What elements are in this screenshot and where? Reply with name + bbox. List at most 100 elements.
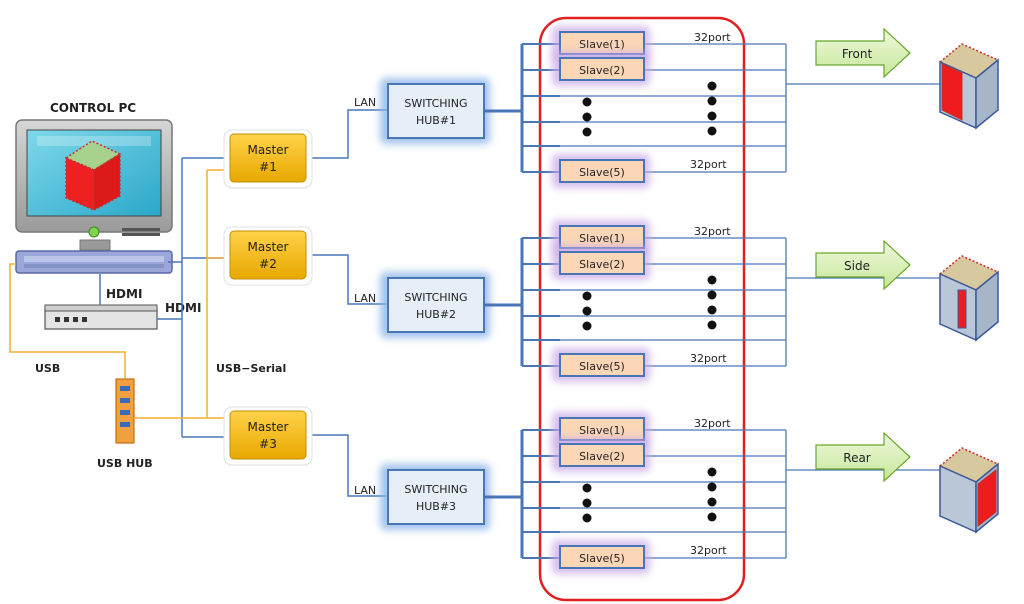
ellipsis-dot-left-3-3 — [582, 513, 592, 523]
control-pc-label: CONTROL PC — [50, 101, 136, 115]
slave-label-2-3: Slave(5) — [579, 360, 625, 373]
master-label-3: Master — [248, 420, 289, 434]
slave-box-3-2 — [559, 443, 645, 467]
port-label-top-3: 32port — [694, 417, 731, 430]
hub-box-1 — [387, 83, 485, 139]
output-2: Side — [815, 239, 1000, 342]
direction-arrow-2 — [815, 239, 911, 291]
slave-label-1-3: Slave(5) — [579, 166, 625, 179]
ellipsis-dot-right-3-3 — [707, 497, 717, 507]
ellipsis-dot-right-2-1 — [707, 275, 717, 285]
ellipsis-dot-left-2-3 — [582, 321, 592, 331]
usb-serial-label: USB−Serial — [216, 362, 286, 375]
output-1: Front — [815, 27, 1000, 130]
master-box-1 — [229, 133, 307, 183]
ellipsis-dot-right-1-1 — [707, 81, 717, 91]
hub-number-2: HUB#2 — [416, 308, 456, 321]
hub-number-3: HUB#3 — [416, 500, 456, 513]
hub-box-3 — [387, 469, 485, 525]
lan-wire-1 — [312, 109, 388, 159]
power-button-icon — [88, 226, 100, 238]
hdmi-label-splitter: HDMI — [165, 301, 201, 315]
master-number-1: #1 — [259, 160, 277, 174]
ellipsis-dot-left-1-1 — [582, 97, 592, 107]
hub-label-1: SWITCHING — [404, 97, 467, 110]
cabinet-panel-1 — [941, 63, 963, 121]
cabinet-panel-3 — [977, 468, 997, 528]
cabinet-panel-2 — [957, 289, 967, 329]
hub-label-2: SWITCHING — [404, 291, 467, 304]
slave-box-1-3 — [559, 159, 645, 183]
master-label-1: Master — [248, 143, 289, 157]
slave-label-3-3: Slave(5) — [579, 552, 625, 565]
hdmi-splitter — [44, 304, 158, 330]
port-label-bottom-1: 32port — [690, 158, 727, 171]
ellipsis-dot-right-2-4 — [707, 320, 717, 330]
direction-arrow-1 — [815, 27, 911, 79]
cabinet-side-2 — [975, 270, 999, 342]
slave-box-3-3 — [559, 545, 645, 569]
slave-box-2-2 — [559, 251, 645, 275]
ellipsis-dot-right-3-4 — [707, 512, 717, 522]
ellipsis-dot-right-3-1 — [707, 467, 717, 477]
direction-label-2: Side — [844, 259, 870, 273]
cabinet-icon-2 — [938, 255, 1000, 342]
slave-label-1-2: Slave(2) — [579, 64, 625, 77]
direction-arrow-3 — [815, 431, 911, 483]
row-2: LAN SWITCHING HUB#2 Slave(1) Slave(2) Slave(5… — [312, 220, 940, 382]
lan-label-3: LAN — [354, 484, 376, 497]
slave-label-2-1: Slave(1) — [579, 232, 625, 245]
lan-wire-2 — [312, 254, 388, 305]
slave-label-3-2: Slave(2) — [579, 450, 625, 463]
ellipsis-dot-right-1-2 — [707, 96, 717, 106]
hdmi-label-pc: HDMI — [106, 287, 142, 301]
ellipsis-dot-left-3-2 — [582, 498, 592, 508]
row-3: LAN SWITCHING HUB#3 Slave(1) Slave(2) Slave(5… — [312, 412, 940, 574]
ellipsis-dot-right-2-3 — [707, 305, 717, 315]
slave-box-2-3 — [559, 353, 645, 377]
usb-label: USB — [35, 362, 60, 375]
port-label-top-1: 32port — [694, 31, 731, 44]
cabinet-side-1 — [975, 58, 999, 130]
port-label-bottom-3: 32port — [690, 544, 727, 557]
usb-hub-label: USB HUB — [97, 457, 153, 470]
ellipsis-dot-right-1-3 — [707, 111, 717, 121]
ellipsis-dot-left-2-2 — [582, 306, 592, 316]
master-box-2 — [229, 230, 307, 280]
output-3: Rear — [815, 431, 1000, 534]
direction-label-3: Rear — [843, 451, 871, 465]
hub-number-1: HUB#1 — [416, 114, 456, 127]
control-pc: CONTROL PC — [15, 101, 173, 274]
slave-label-1-1: Slave(1) — [579, 38, 625, 51]
master-label-2: Master — [248, 240, 289, 254]
cabinet-icon-1 — [938, 43, 1000, 130]
ellipsis-dot-right-3-2 — [707, 482, 717, 492]
ellipsis-dot-right-2-2 — [707, 290, 717, 300]
ellipsis-dot-left-2-1 — [582, 291, 592, 301]
usb-hub — [115, 378, 135, 444]
slave-group-highlight — [538, 16, 746, 602]
port-label-top-2: 32port — [694, 225, 731, 238]
lan-wire-3 — [312, 434, 388, 497]
direction-label-1: Front — [842, 47, 873, 61]
ellipsis-dot-left-1-2 — [582, 112, 592, 122]
video-wires — [99, 157, 228, 438]
ellipsis-dot-right-1-4 — [707, 126, 717, 136]
ellipsis-dot-left-1-3 — [582, 127, 592, 137]
master-number-3: #3 — [259, 437, 277, 451]
lan-label-2: LAN — [354, 292, 376, 305]
slave-label-3-1: Slave(1) — [579, 424, 625, 437]
ellipsis-dot-left-3-1 — [582, 483, 592, 493]
master-box-3 — [229, 410, 307, 460]
lan-label-1: LAN — [354, 96, 376, 109]
row-1: LAN SWITCHING HUB#1 Slave(1) Slave(2) Slave(5… — [312, 26, 940, 188]
slave-box-1-2 — [559, 57, 645, 81]
hub-label-3: SWITCHING — [404, 483, 467, 496]
master-number-2: #2 — [259, 257, 277, 271]
slave-label-2-2: Slave(2) — [579, 258, 625, 271]
screen-cube-icon — [64, 140, 122, 212]
hub-box-2 — [387, 277, 485, 333]
